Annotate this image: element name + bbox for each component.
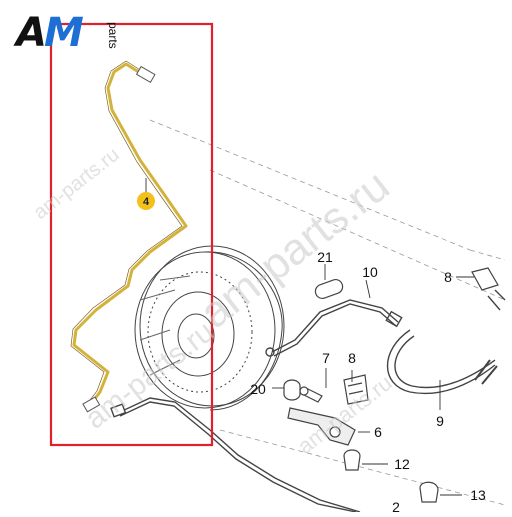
cap-21 [314,279,344,299]
bolt-7 [299,386,323,403]
lower-brake-line [110,397,361,513]
reference-lines [149,119,506,506]
callout-10: 10 [362,264,378,280]
logo-mark: AM [16,10,84,56]
callout-9: 9 [436,413,444,429]
callout-8-clip: 8 [348,350,356,366]
clip-12 [343,449,361,471]
callout-7: 7 [322,350,330,366]
callout-badge-4 [137,192,155,210]
callout-12: 12 [394,456,410,472]
bracket-6 [287,407,356,446]
logo-parts-text: parts [106,22,120,49]
brake-pipe-4 [72,62,188,407]
callout-2: 2 [392,499,400,512]
am-parts-logo[interactable]: AM parts [16,10,146,56]
callout-4: 4 [143,196,150,208]
fitting-top [135,65,156,84]
callout-13: 13 [470,487,486,503]
callout-8-top: 8 [444,269,452,285]
watermark-1: am-parts.ru [30,144,124,224]
clip-13 [419,481,439,503]
brake-pipe-4-outline [70,60,183,405]
callout-21: 21 [317,249,333,265]
brake-hose-9 [386,289,506,395]
nut-20 [283,379,301,401]
bracket-8-top [471,267,499,291]
highlight-frame [49,22,214,447]
fitting-bottom [82,396,101,413]
callout-20: 20 [250,381,266,397]
callout-6: 6 [374,424,382,440]
brake-line-10 [265,299,403,357]
watermark-2: am-parts.ru [191,161,398,338]
clip-8 [343,374,369,405]
watermark-3: am-parts.ru [79,315,220,435]
